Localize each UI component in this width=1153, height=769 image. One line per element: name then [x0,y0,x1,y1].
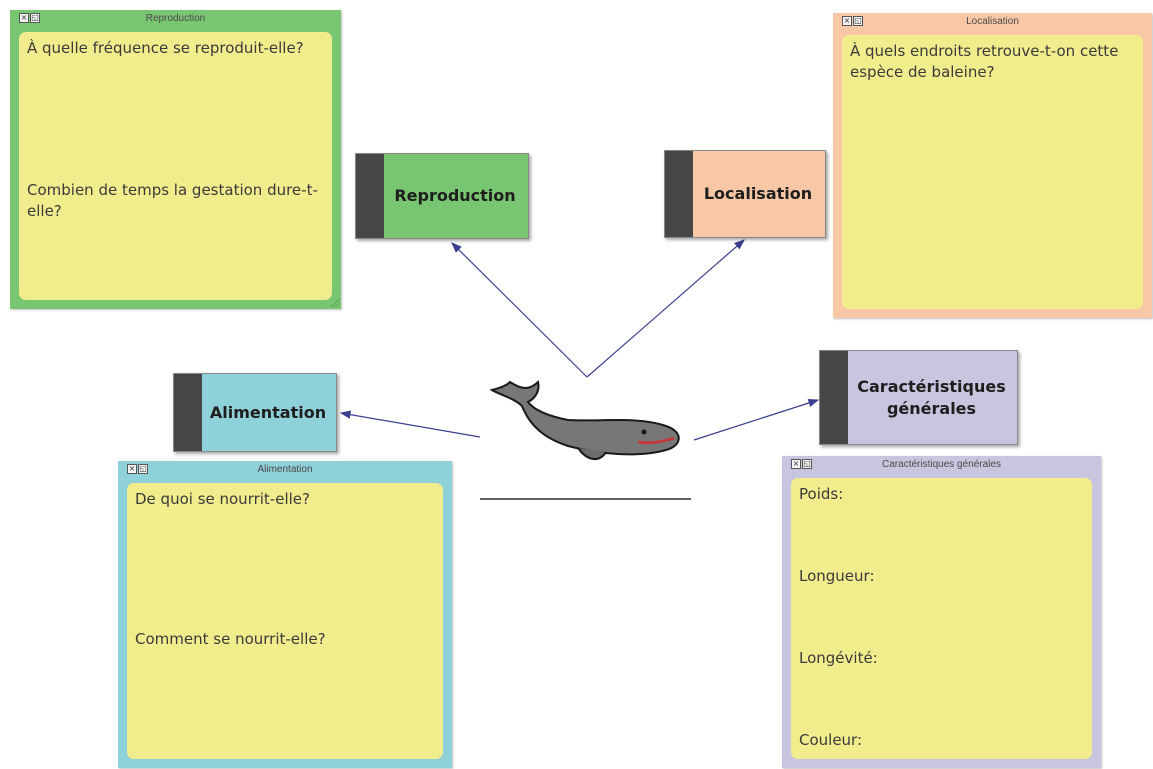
note-text-area[interactable]: À quelle fréquence se reproduit-elle? Co… [19,32,332,300]
note-text-area[interactable]: Poids: Longueur: Longévité: Couleur: [791,478,1092,759]
whale-icon[interactable] [488,376,688,466]
note-caracteristiques[interactable]: × ◱ Caractéristiques générales Poids: Lo… [782,456,1101,768]
close-icon[interactable]: × [791,459,801,469]
arrow-to-reproduction [451,242,588,378]
close-icon[interactable]: × [127,464,137,474]
arrow-to-alimentation [339,410,481,438]
note-reproduction[interactable]: × ◱ Reproduction À quelle fréquence se r… [10,10,341,309]
topic-label: Localisation [703,184,813,203]
note-question: À quels endroits retrouve-t-on cette esp… [850,42,1119,81]
topic-reproduction[interactable]: Reproduction [355,153,529,239]
note-question: De quoi se nourrit-elle? [135,490,310,508]
note-question: Couleur: [799,731,863,749]
note-titlebar[interactable]: × ◱ Caractéristiques générales [791,456,1092,476]
note-title: Caractéristiques générales [882,459,1001,470]
note-question: Comment se nourrit-elle? [135,630,326,648]
restore-icon[interactable]: ◱ [138,464,148,474]
topic-label: Caractéristiques générales [857,376,1006,418]
note-question: Longueur: [799,567,875,585]
topic-label: Reproduction [394,186,516,205]
topic-label: Alimentation [209,402,327,422]
topic-localisation[interactable]: Localisation [664,150,826,238]
topic-handle [174,374,202,451]
restore-icon[interactable]: ◱ [30,13,40,23]
note-title: Reproduction [145,13,206,24]
note-title: Localisation [966,16,1019,27]
restore-icon[interactable]: ◱ [853,16,863,26]
topic-handle [820,351,848,444]
arrow-to-localisation [586,239,745,378]
note-question: Longévité: [799,649,878,667]
note-question: Combien de temps la gestation dure-t-ell… [27,181,318,220]
topic-caracteristiques[interactable]: Caractéristiques générales [819,350,1018,445]
note-question: Poids: [799,485,844,503]
arrow-to-caracteristiques [693,398,820,441]
note-titlebar[interactable]: × ◱ Localisation [842,13,1143,33]
topic-alimentation[interactable]: Alimentation [173,373,337,452]
topic-handle [665,151,693,237]
note-text-area[interactable]: À quels endroits retrouve-t-on cette esp… [842,35,1143,309]
note-question: À quelle fréquence se reproduit-elle? [27,39,304,57]
resize-grip-icon[interactable] [331,299,339,307]
note-title: Alimentation [257,464,313,475]
note-titlebar[interactable]: × ◱ Reproduction [19,10,332,30]
topic-handle [356,154,384,238]
note-titlebar[interactable]: × ◱ Alimentation [127,461,443,481]
close-icon[interactable]: × [842,16,852,26]
note-localisation[interactable]: × ◱ Localisation À quels endroits retrou… [833,13,1152,318]
close-icon[interactable]: × [19,13,29,23]
restore-icon[interactable]: ◱ [802,459,812,469]
note-text-area[interactable]: De quoi se nourrit-elle? Comment se nour… [127,483,443,759]
note-alimentation[interactable]: × ◱ Alimentation De quoi se nourrit-elle… [118,461,452,768]
